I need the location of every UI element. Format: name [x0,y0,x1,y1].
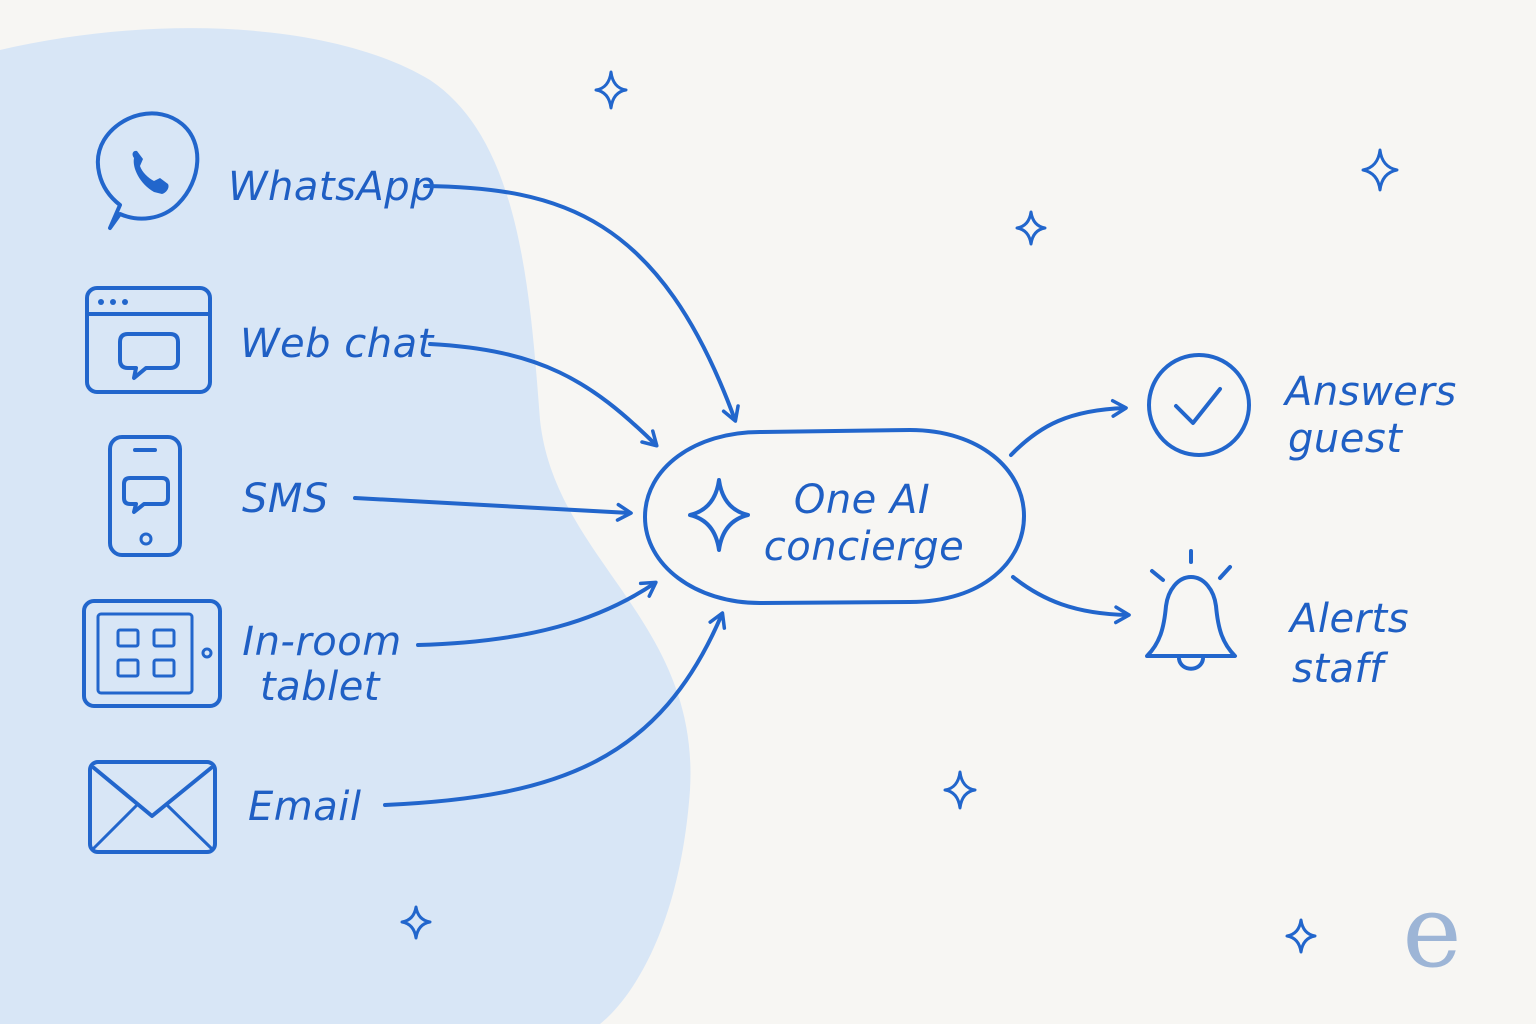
bell-icon [1145,549,1237,671]
label-alerts-line2: staff [1292,646,1389,692]
email-envelope-icon [88,760,217,854]
hub-title-line2: concierge [764,524,964,570]
sparkle-decoration-icon [943,770,977,810]
whatsapp-icon [95,111,200,230]
label-web-chat: Web chat [240,321,435,367]
ai-concierge-hub [643,428,1026,605]
hub-title-line1: One AI [794,477,930,523]
sparkle-decoration-icon [594,70,628,110]
sparkle-decoration-icon [1361,148,1399,192]
tablet-icon [82,599,222,708]
arrow-tablet-to-hub [416,580,658,647]
arrow-sms-to-hub [353,496,633,522]
sparkle-decoration-icon [400,905,432,940]
arrow-hub-to-answers [1009,398,1128,457]
arrow-hub-to-alerts [1011,575,1131,625]
brand-logo: e [1402,873,1461,990]
label-answers-line1: Answers [1282,369,1457,415]
check-circle-icon [1147,353,1251,457]
label-answers-line2: guest [1288,416,1403,462]
sparkle-decoration-icon [1285,918,1317,954]
label-alerts-line1: Alerts [1287,596,1409,642]
arrow-whatsapp-to-hub [423,184,740,423]
sparkle-icon [688,478,750,552]
arrow-email-to-hub [383,611,727,807]
label-email: Email [248,784,361,830]
web-chat-icon [85,286,212,394]
label-tablet-line2: tablet [260,664,381,710]
label-tablet-line1: In-room [242,619,401,665]
label-whatsapp: WhatsApp [228,164,436,210]
background-blob [0,28,691,1024]
phone-sms-icon [108,435,182,557]
arrow-webchat-to-hub [428,342,659,448]
sparkle-decoration-icon [1015,210,1047,246]
label-sms: SMS [242,476,329,522]
